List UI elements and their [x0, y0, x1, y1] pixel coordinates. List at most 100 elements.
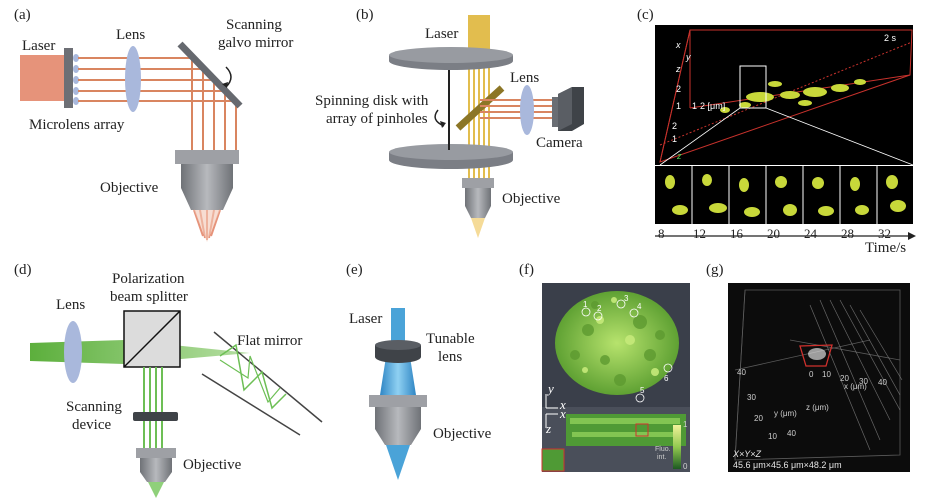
- f-axis-x1: x: [560, 397, 566, 412]
- f-cell-cluster: [555, 291, 679, 395]
- beams-vertical: [191, 58, 237, 150]
- c-frame-time-6: 32: [878, 226, 891, 241]
- panel-g-image: [728, 283, 910, 472]
- panel-letter-c: (c): [637, 7, 654, 23]
- g-tick-mid-1: 10: [822, 370, 831, 379]
- g-tick-left-1: 30: [747, 393, 756, 402]
- label-mirror-line1: Scanning: [226, 17, 282, 33]
- c-frame-strip: [655, 166, 913, 224]
- c-axis-z2: z: [677, 151, 682, 161]
- g-tick-mid-2: 20: [840, 374, 849, 383]
- lens-d: [64, 321, 82, 383]
- f-mark-1: 1: [583, 300, 588, 309]
- panel-letter-d: (d): [14, 262, 32, 278]
- label-splitter-line2: beam splitter: [110, 289, 188, 305]
- c-axis-y: y: [686, 52, 691, 62]
- dichroic-mirror: [455, 85, 505, 131]
- label-tunable-line2: lens: [438, 349, 463, 365]
- c-frame-time-3: 20: [767, 226, 780, 241]
- f-mark-5: 5: [640, 386, 645, 395]
- f-colorbar-label-1: Fluo.: [655, 446, 671, 453]
- label-disk-line1: Spinning disk with: [315, 93, 429, 109]
- laser-source-e: [391, 308, 405, 344]
- c-zoom-region: [739, 65, 767, 109]
- panel-c-image: [655, 25, 916, 240]
- c-tick-3: 1: [672, 134, 678, 144]
- g-highlight: [799, 344, 833, 367]
- panel-a-diagram: [20, 41, 243, 242]
- g-dims-line1: X×Y×Z: [733, 449, 762, 459]
- label-lens-d: Lens: [56, 297, 86, 313]
- c-axis-z: z: [676, 64, 681, 74]
- g-fibers: [809, 299, 903, 451]
- c-tick-0: 2: [676, 84, 682, 94]
- f-mark-4: 4: [637, 302, 642, 311]
- label-objective-a: Objective: [100, 180, 159, 196]
- g-axis-y-label: y (μm): [774, 409, 797, 418]
- c-frame-time-4: 24: [804, 226, 817, 241]
- lens-b: [520, 85, 534, 135]
- f-colorbar-label-2: int.: [657, 454, 667, 461]
- f-mark-3: 3: [624, 294, 629, 303]
- label-objective-b: Objective: [502, 191, 561, 207]
- objective-e: [375, 407, 421, 445]
- laser-source-b: [468, 15, 490, 57]
- panel-e-diagram: [369, 308, 427, 480]
- label-laser-b: Laser: [425, 26, 459, 42]
- f-mark-6: 6: [664, 374, 669, 383]
- f-colorbar: [673, 425, 681, 469]
- g-axis-x-label: x (μm): [844, 382, 867, 391]
- f-inset: [541, 448, 565, 472]
- microlets: [73, 54, 79, 105]
- g-tick-left-0: 40: [737, 368, 746, 377]
- label-laser-a: Laser: [22, 38, 56, 54]
- galvo-mirror: [177, 41, 243, 109]
- label-objective-e: Objective: [433, 426, 492, 442]
- panel-letter-b: (b): [356, 7, 374, 23]
- g-tick-mid-3: 30: [859, 377, 868, 386]
- objective-a: [181, 164, 233, 210]
- label-splitter-line1: Polarization: [112, 271, 185, 287]
- label-mirror-line2: galvo mirror: [218, 35, 294, 51]
- panel-letter-e: (e): [346, 262, 363, 278]
- c-frame-time-0: 8: [658, 226, 665, 241]
- c-tick-1: 1: [676, 101, 682, 111]
- g-tick-mid-4: 40: [878, 378, 887, 387]
- c-tick-4: 1: [692, 101, 698, 111]
- g-tick-left-3: 10: [768, 432, 777, 441]
- f-cell-markers: [581, 299, 673, 403]
- c-frame-time-5: 28: [841, 226, 854, 241]
- f-colorbar-top: 1: [683, 420, 688, 429]
- panel-letter-f: (f): [519, 262, 534, 278]
- camera-beams: [480, 99, 558, 119]
- label-microlens: Microlens array: [29, 117, 125, 133]
- f-axis-y: y: [548, 381, 554, 396]
- label-lens-a: Lens: [116, 27, 146, 43]
- panel-f-image: [541, 283, 690, 472]
- g-tick-left-2: 20: [754, 414, 763, 423]
- label-flat-mirror: Flat mirror: [237, 333, 303, 349]
- microlens-array: [64, 48, 73, 108]
- f-colorbar-bottom: 0: [683, 462, 688, 471]
- flat-mirror-cavity: [201, 331, 323, 436]
- panel-letter-g: (g): [706, 262, 724, 278]
- label-camera: Camera: [536, 135, 583, 151]
- panel-d-diagram: [30, 310, 323, 498]
- label-scanning-line1: Scanning: [66, 399, 122, 415]
- c-tick-2: 2: [672, 121, 678, 131]
- f-mark-2: 2: [597, 304, 602, 313]
- c-tick-5: 2 [μm]: [700, 101, 726, 111]
- c-time-stamp: 2 s: [884, 33, 897, 43]
- f-axis-x2: x: [560, 406, 566, 421]
- label-disk-line2: array of pinholes: [326, 111, 428, 127]
- label-scanning-line2: device: [72, 417, 112, 433]
- green-down-beams: [143, 367, 163, 448]
- g-axis-z-label: z (μm): [806, 403, 829, 412]
- g-dims-line2: 45.6 μm×45.6 μm×48.2 μm: [733, 460, 842, 470]
- panel-b-diagram: [389, 15, 584, 238]
- label-laser-e: Laser: [349, 311, 383, 327]
- lens-a: [125, 46, 141, 112]
- camera-body: [552, 87, 584, 131]
- panel-letter-a: (a): [14, 7, 31, 23]
